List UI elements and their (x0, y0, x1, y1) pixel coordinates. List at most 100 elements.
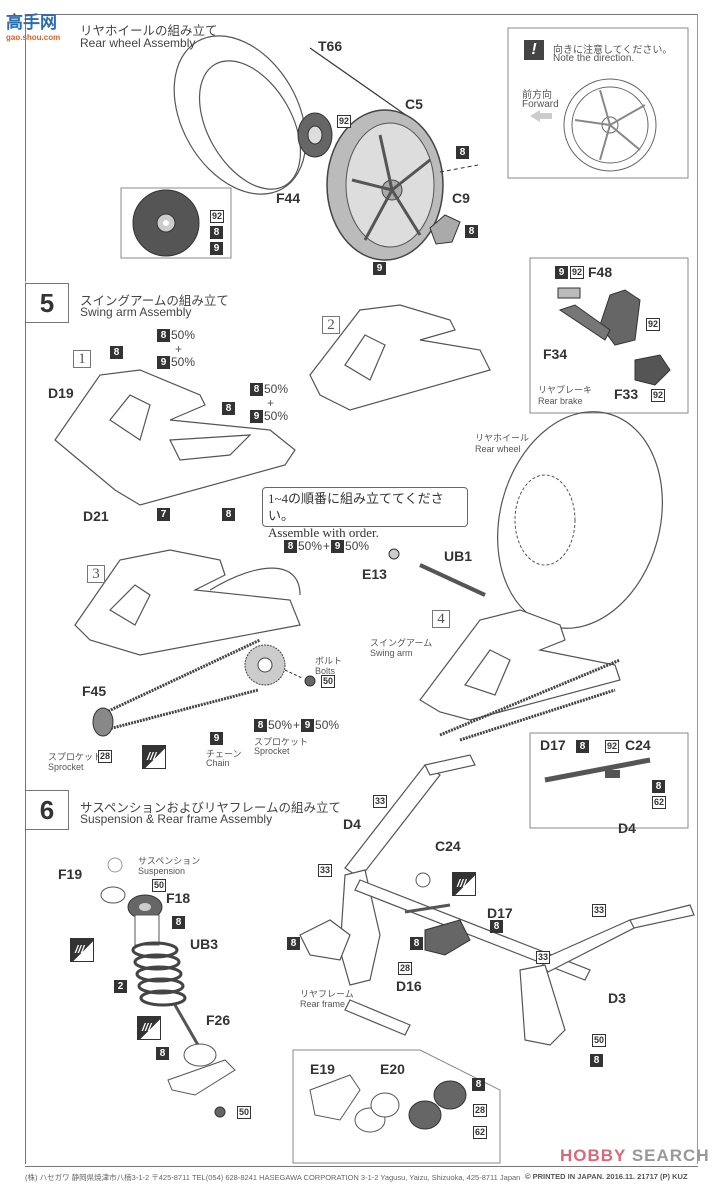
footrest-painted (408, 1080, 467, 1130)
paint-code-2: 2 (114, 980, 127, 993)
paint-code-92: 92 (210, 210, 225, 223)
rear-wheel-label-jp: リヤホイール (475, 433, 530, 443)
footer-printed: © PRINTED IN JAPAN. 2016.11. 21717 (P) K… (525, 1172, 688, 1181)
brake-parts-drawing (557, 287, 671, 386)
paint-code-50: 50 (237, 1106, 252, 1119)
swingarm-4-drawing (419, 609, 621, 721)
paint-code-33: 33 (536, 951, 551, 964)
step-4-title-jp: リヤホイールの組み立て (80, 24, 218, 38)
paint-code-8: 8 (222, 508, 235, 521)
rear-frame-label-jp: リヤフレーム (300, 989, 354, 999)
paint-code-62: 62 (652, 796, 667, 809)
paint-code-92: 92 (651, 389, 666, 402)
rear-brake-label-jp: リヤブレーキ (538, 385, 593, 395)
part-label-f18: F18 (166, 890, 191, 906)
direction-note-jp: 向きに注意してください。 (553, 45, 673, 56)
swing-arm-label-jp: スイングアーム (370, 638, 433, 648)
hobby-search-watermark: HOBBY SEARCH (560, 1146, 710, 1165)
paint-code-8: 8 (210, 226, 223, 239)
part-label-e20: E20 (380, 1061, 405, 1077)
paint-code-8: 8 (156, 1047, 169, 1060)
part-label-d17-inset: D17 (540, 737, 566, 753)
footer-address: (株) ハセガワ 静岡県焼津市八楠3-1-2 〒425-8711 TEL(054… (25, 1173, 521, 1182)
spacer-e13 (388, 548, 400, 560)
part-label-f26: F26 (206, 1012, 231, 1028)
paint-code-92: 92 (605, 740, 620, 753)
swing-arm-label-en: Swing arm (370, 648, 413, 658)
bracket-d16 (424, 919, 471, 956)
page-frame-right (697, 14, 698, 1164)
paint-code-8: 8 (287, 937, 300, 950)
paint-code-8: 8 (590, 1054, 603, 1067)
page-frame-left (25, 14, 26, 1164)
paint-code-8: 8 (490, 920, 503, 933)
axle-ub1 (419, 563, 486, 597)
swingarm-3-drawing (74, 549, 301, 656)
paint-code-33: 33 (373, 795, 388, 808)
paint-code-8: 8 (472, 1078, 485, 1091)
site-watermark-logo: 高手网 gao.shou.com (6, 13, 61, 42)
paint-code-92: 92 (337, 115, 352, 128)
part-label-f33: F33 (614, 386, 639, 402)
direction-wheel-spokes (574, 89, 646, 161)
page-frame-top (25, 14, 698, 15)
paint-code-8: 8 (110, 346, 123, 359)
part-label-d3: D3 (608, 990, 626, 1006)
part-label-d19: D19 (48, 385, 74, 401)
forward-label-jp: 前方向 (522, 90, 552, 101)
decal-icon (137, 1016, 161, 1040)
footrest-inset-frame (292, 1049, 501, 1164)
mastercylinder-inset-frame (529, 732, 689, 829)
part-label-c24-inset: C24 (625, 737, 651, 753)
paint-code-8: 8 (576, 740, 589, 753)
paint-code-92: 92 (646, 318, 661, 331)
footrest-e19-e20 (309, 1074, 400, 1133)
part-label-f45: F45 (82, 683, 107, 699)
rear-brake-label-en: Rear brake (538, 396, 583, 406)
part-label-d4-inset: D4 (618, 820, 636, 836)
sprocket-front-label-en: Sprocket (48, 762, 84, 772)
sprocket-label-en: Sprocket (254, 746, 290, 756)
part-label-d4: D4 (343, 816, 361, 832)
step-number-6: 6 (25, 790, 69, 830)
part-label-f34: F34 (543, 346, 568, 362)
cap-c9 (429, 214, 461, 245)
step-6-title-jp: サスペンションおよびリヤフレームの組み立て (80, 801, 342, 815)
paint-code-8: 8 (222, 402, 235, 415)
sprocket-label-jp: スプロケット (254, 737, 309, 747)
reservoir-c24 (415, 872, 431, 888)
paint-code-7: 7 (157, 508, 170, 521)
suspension-top-mount (107, 857, 123, 873)
chain-label-jp: チェーン (206, 749, 242, 759)
part-label-t66: T66 (318, 38, 343, 54)
paint-code-8: 8 (652, 780, 665, 793)
tire-drawing (173, 35, 411, 195)
paint-code-8: 8 (465, 225, 478, 238)
part-label-f48: F48 (588, 264, 613, 280)
decal-icon (70, 938, 94, 962)
part-label-f19: F19 (58, 866, 83, 882)
bolts-label-en: Bolts (315, 666, 336, 676)
paint-code-9: 9 (373, 262, 386, 275)
front-sprocket (92, 707, 114, 737)
chain-label-en: Chain (206, 758, 230, 768)
spring-ub3 (131, 941, 187, 1007)
sprocket-front-label-jp: スプロケット (48, 752, 103, 762)
paint-code-9: 9 (210, 732, 223, 745)
paint-code-8: 8 (456, 146, 469, 159)
part-label-e13: E13 (362, 566, 387, 582)
step-6-title-en: Suspension & Rear frame Assembly (80, 812, 273, 826)
paint-code-28: 28 (98, 750, 113, 763)
suspension-label-en: Suspension (138, 866, 186, 876)
paint-code-28: 28 (398, 962, 413, 975)
paint-code-50: 50 (152, 879, 167, 892)
part-label-d17: D17 (487, 905, 513, 921)
swingarm-1-drawing (54, 369, 296, 506)
